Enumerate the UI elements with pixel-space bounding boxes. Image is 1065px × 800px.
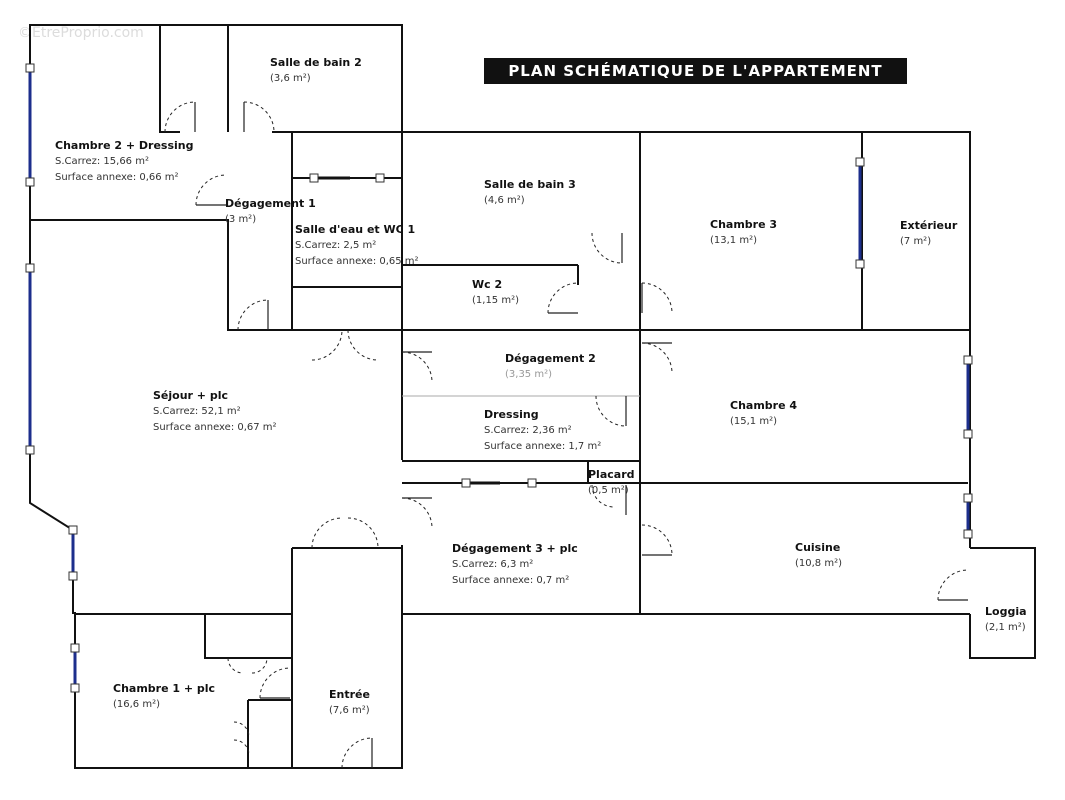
room-annexe: Surface annexe: 1,7 m² — [484, 441, 602, 452]
watermark: ©EtreProprio.com — [18, 25, 144, 41]
room-degagement-1: Dégagement 1 (3 m²) — [225, 196, 316, 228]
room-area: (7,6 m²) — [329, 705, 370, 716]
room-cuisine: Cuisine (10,8 m²) — [795, 540, 842, 572]
wall-chambre1-plc — [204, 614, 292, 659]
wall-loggia — [969, 547, 1036, 659]
wall-chambre2-inner — [159, 25, 180, 133]
room-area: (16,6 m²) — [113, 699, 160, 710]
room-name: Salle d'eau et WC 1 — [295, 223, 416, 236]
doors — [164, 101, 969, 769]
room-placard: Placard (0,5 m²) — [588, 467, 635, 499]
room-area: (3,6 m²) — [270, 73, 311, 84]
room-loggia: Loggia (2,1 m²) — [985, 604, 1027, 636]
wall-top-left — [30, 24, 403, 132]
room-exterieur: Extérieur (7 m²) — [900, 218, 957, 250]
room-dressing: Dressing S.Carrez: 2,36 m² Surface annex… — [484, 407, 601, 455]
room-area: (3 m²) — [225, 214, 257, 225]
room-name: Chambre 4 — [730, 399, 798, 412]
room-name: Dégagement 1 — [225, 197, 316, 210]
room-name: Dégagement 2 — [505, 352, 596, 365]
room-name: Wc 2 — [472, 278, 503, 291]
room-carrez: S.Carrez: 52,1 m² — [153, 406, 241, 417]
room-name: Placard — [588, 468, 635, 481]
room-name: Salle de bain 3 — [484, 178, 576, 191]
room-area: (2,1 m²) — [985, 622, 1026, 633]
room-annexe: Surface annexe: 0,67 m² — [153, 422, 277, 433]
room-area: (15,1 m²) — [730, 416, 777, 427]
room-name: Dégagement 3 + plc — [452, 542, 578, 555]
room-area: (3,35 m²) — [505, 369, 552, 380]
room-salle-de-bain-3: Salle de bain 3 (4,6 m²) — [484, 177, 576, 209]
room-chambre-3: Chambre 3 (13,1 m²) — [710, 217, 777, 249]
room-salle-eau-wc-1: Salle d'eau et WC 1 S.Carrez: 2,5 m² Sur… — [295, 222, 419, 270]
windows — [25, 63, 973, 693]
room-name: Séjour + plc — [153, 389, 229, 402]
room-salle-de-bain-2: Salle de bain 2 (3,6 m²) — [270, 55, 362, 87]
room-carrez: S.Carrez: 15,66 m² — [55, 156, 149, 167]
room-name: Loggia — [985, 605, 1027, 618]
room-area: (4,6 m²) — [484, 195, 525, 206]
room-area: (10,8 m²) — [795, 558, 842, 569]
room-degagement-2: Dégagement 2 (3,35 m²) — [505, 351, 596, 383]
room-area: (7 m²) — [900, 236, 932, 247]
room-name: Salle de bain 2 — [270, 56, 362, 69]
room-wc-2: Wc 2 (1,15 m²) — [472, 277, 519, 309]
room-degagement-3: Dégagement 3 + plc S.Carrez: 6,3 m² Surf… — [452, 541, 578, 589]
room-area: (0,5 m²) — [588, 485, 629, 496]
room-carrez: S.Carrez: 6,3 m² — [452, 559, 534, 570]
room-name: Chambre 3 — [710, 218, 778, 231]
wall-chambre2-bottom — [30, 219, 290, 331]
plan-title: PLAN SCHÉMATIQUE DE L'APPARTEMENT — [484, 58, 907, 84]
room-name: Cuisine — [795, 541, 841, 554]
room-name: Chambre 1 + plc — [113, 682, 216, 695]
room-name: Dressing — [484, 408, 539, 421]
room-name: Entrée — [329, 688, 370, 701]
room-carrez: S.Carrez: 2,36 m² — [484, 425, 572, 436]
room-annexe: Surface annexe: 0,7 m² — [452, 575, 570, 586]
wall-chambre1-plc2 — [247, 699, 292, 768]
room-sejour: Séjour + plc S.Carrez: 52,1 m² Surface a… — [153, 388, 277, 436]
wall-sdb2-bottom — [272, 131, 971, 330]
room-area: (1,15 m²) — [472, 295, 519, 306]
room-carrez: S.Carrez: 2,5 m² — [295, 240, 377, 251]
room-name: Chambre 2 + Dressing — [55, 139, 194, 152]
room-chambre-1: Chambre 1 + plc (16,6 m²) — [113, 681, 215, 713]
room-entree: Entrée (7,6 m²) — [329, 687, 370, 719]
room-annexe: Surface annexe: 0,65 m² — [295, 256, 419, 267]
room-chambre-4: Chambre 4 (15,1 m²) — [730, 398, 797, 430]
room-chambre-2: Chambre 2 + Dressing S.Carrez: 15,66 m² … — [55, 138, 194, 186]
room-name: Extérieur — [900, 219, 958, 232]
room-annexe: Surface annexe: 0,66 m² — [55, 172, 179, 183]
room-area: (13,1 m²) — [710, 235, 757, 246]
